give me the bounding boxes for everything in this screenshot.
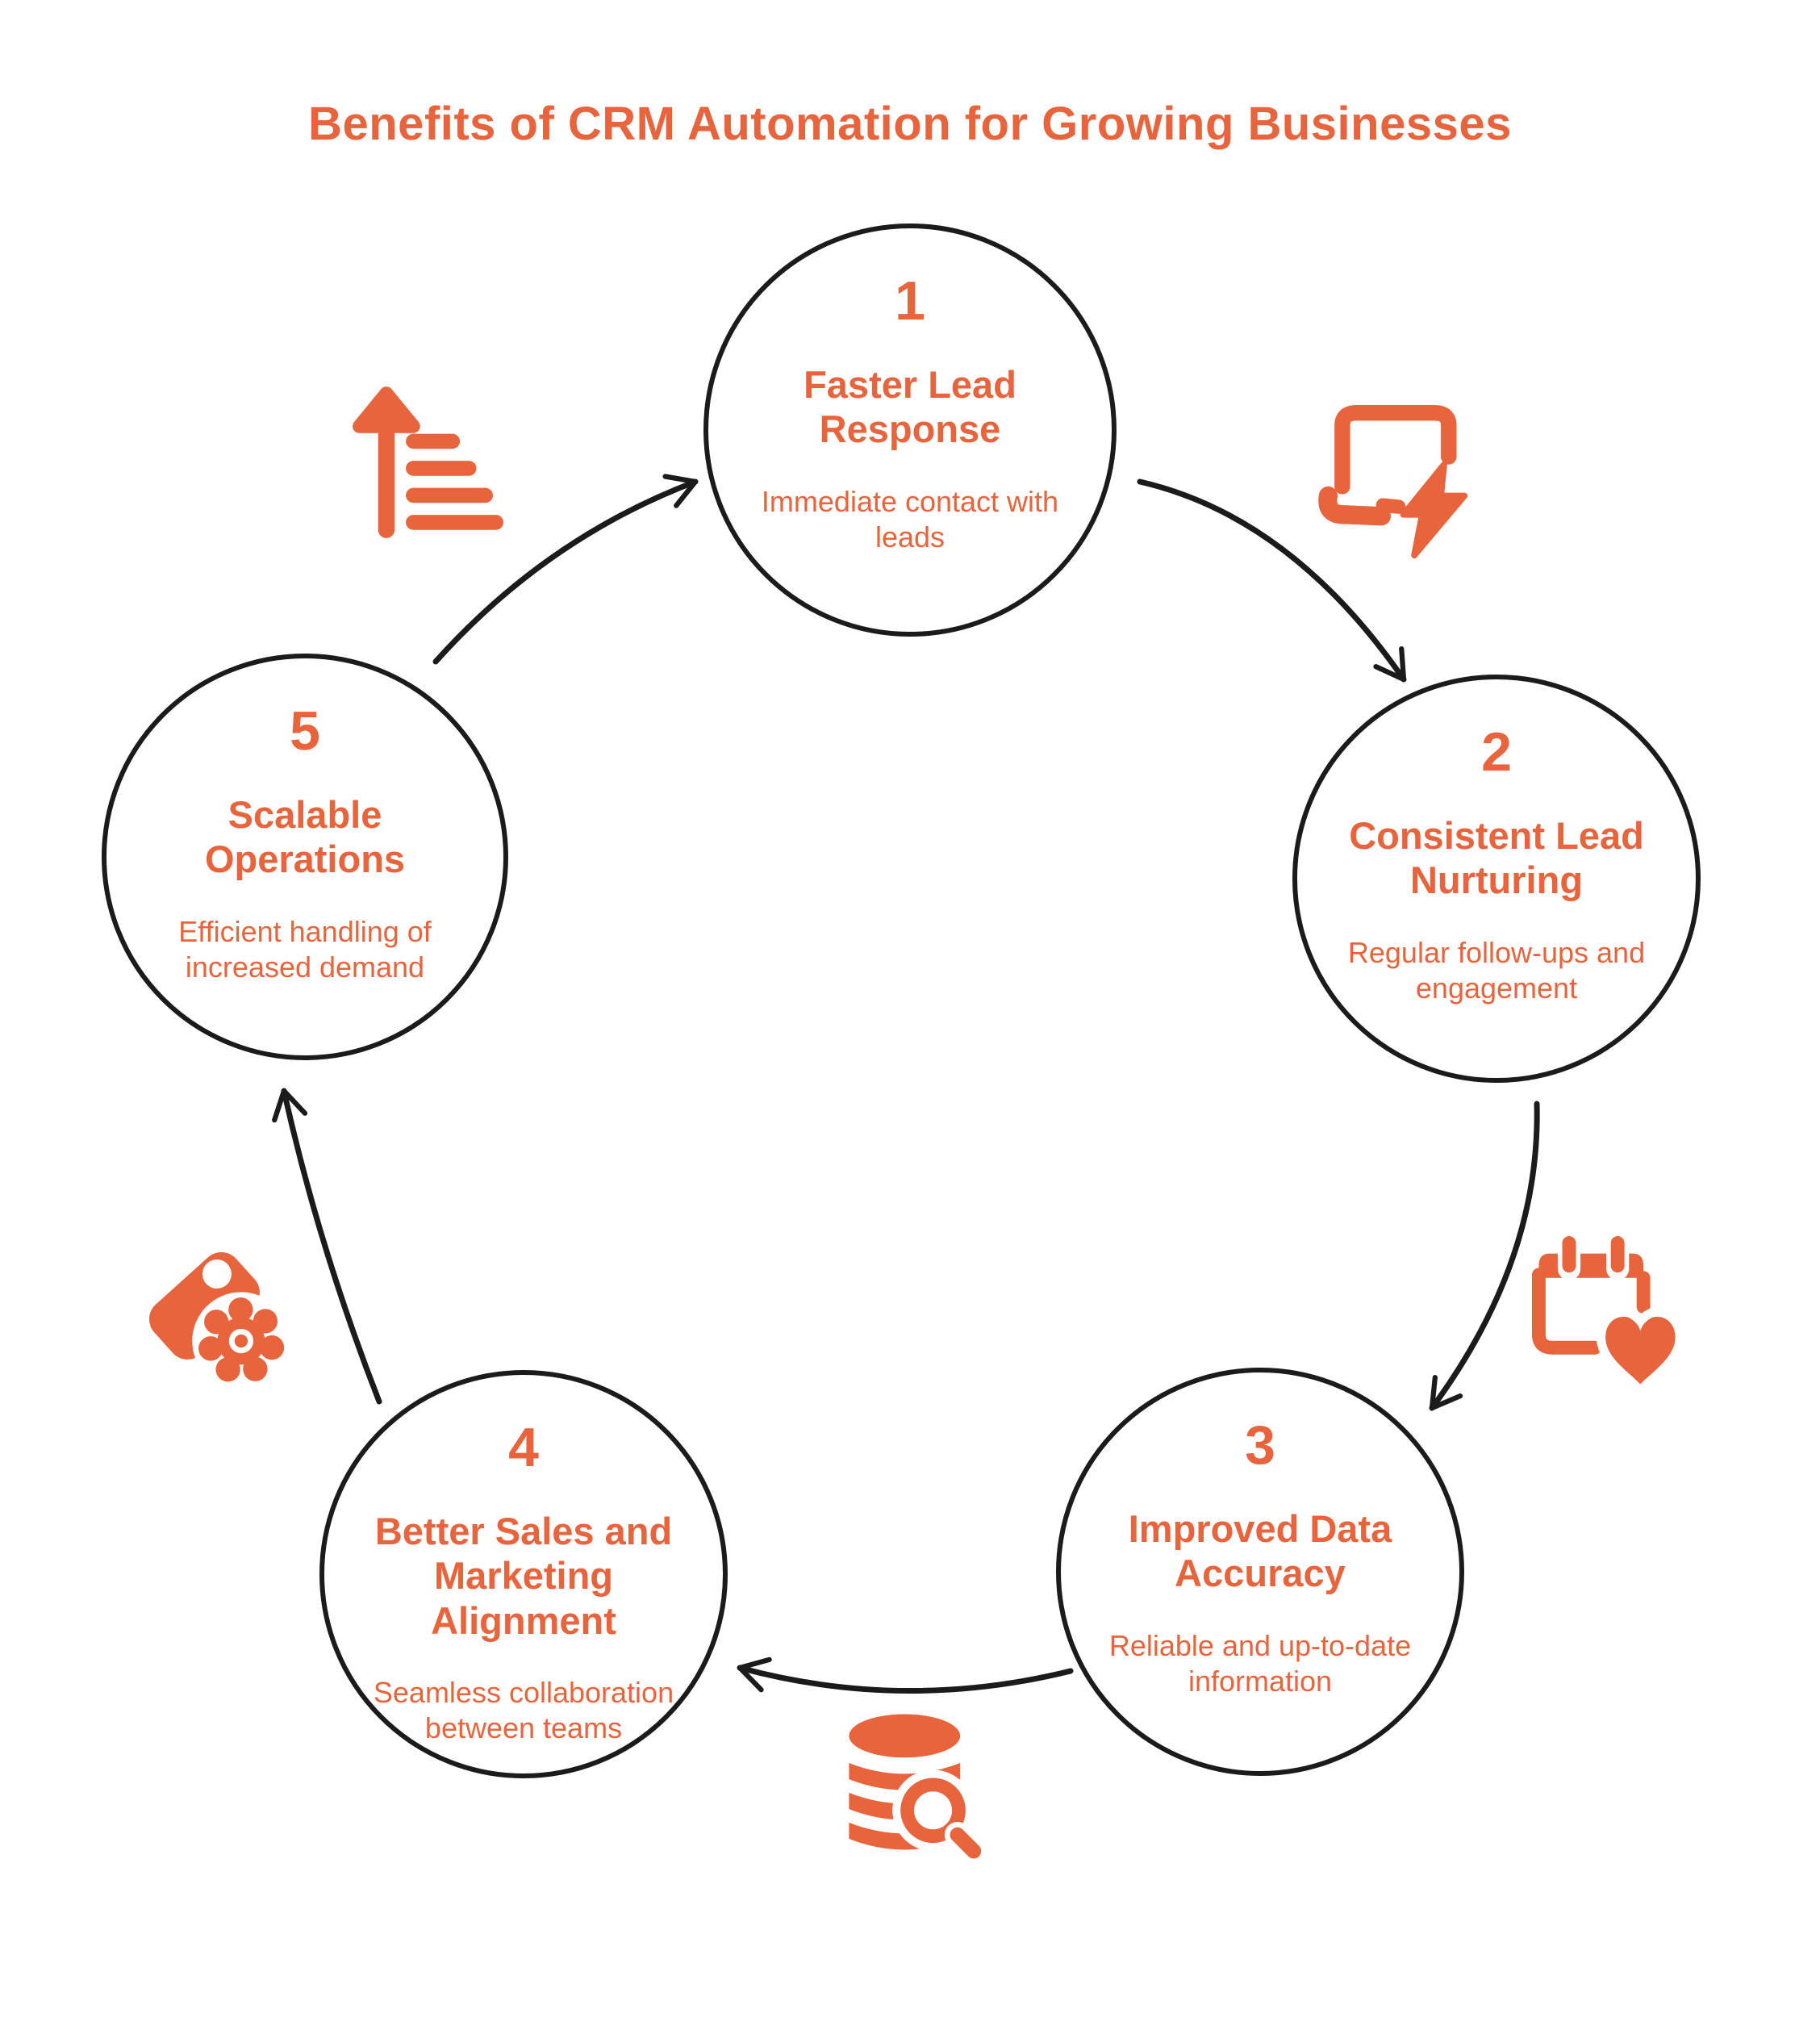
step-circle-5: 5 Scalable Operations Efficient handling… (102, 654, 508, 1060)
step-title: Scalable Operations (204, 793, 406, 881)
step-number: 3 (1245, 1414, 1275, 1476)
step-title: Better Sales and Marketing Alignment (374, 1510, 673, 1642)
gear-glyph (198, 1297, 285, 1382)
database-search-icon (849, 1714, 988, 1865)
step-number: 1 (895, 270, 925, 332)
arrow-step2-to-step3 (1429, 1101, 1540, 1411)
step-title: Improved Data Accuracy (1128, 1507, 1392, 1595)
page-title: Benefits of CRM Automation for Growing B… (308, 98, 1512, 150)
step-circle-3: 3 Improved Data Accuracy Reliable and up… (1056, 1368, 1464, 1776)
step-number: 2 (1481, 721, 1512, 783)
arrow-step4-to-step5 (272, 1088, 382, 1405)
calendar-heart-icon (1531, 1228, 1684, 1393)
sort-ascending-arrow-icon (353, 386, 503, 538)
step-number: 4 (508, 1417, 539, 1478)
step-description: Reliable and up-to-date information (1108, 1628, 1412, 1698)
arrow-step3-to-step4 (737, 1656, 1074, 1694)
step-title: Faster Lead Response (804, 363, 1016, 451)
step-circle-1: 1 Faster Lead Response Immediate contact… (703, 224, 1117, 637)
step-circle-4: 4 Better Sales and Marketing Alignment S… (319, 1370, 728, 1778)
step-circle-2: 2 Consistent Lead Nurturing Regular foll… (1292, 675, 1701, 1083)
step-description: Immediate contact with leads (761, 484, 1059, 554)
step-title: Consistent Lead Nurturing (1349, 814, 1644, 902)
step-description: Regular follow-ups and engagement (1347, 935, 1646, 1005)
laptop-lightning-icon (1318, 405, 1468, 559)
step-description: Efficient handling of increased demand (178, 914, 432, 984)
step-description: Seamless collaboration between teams (373, 1676, 674, 1745)
step-number: 5 (290, 700, 320, 762)
tag-gear-icon (148, 1251, 290, 1390)
